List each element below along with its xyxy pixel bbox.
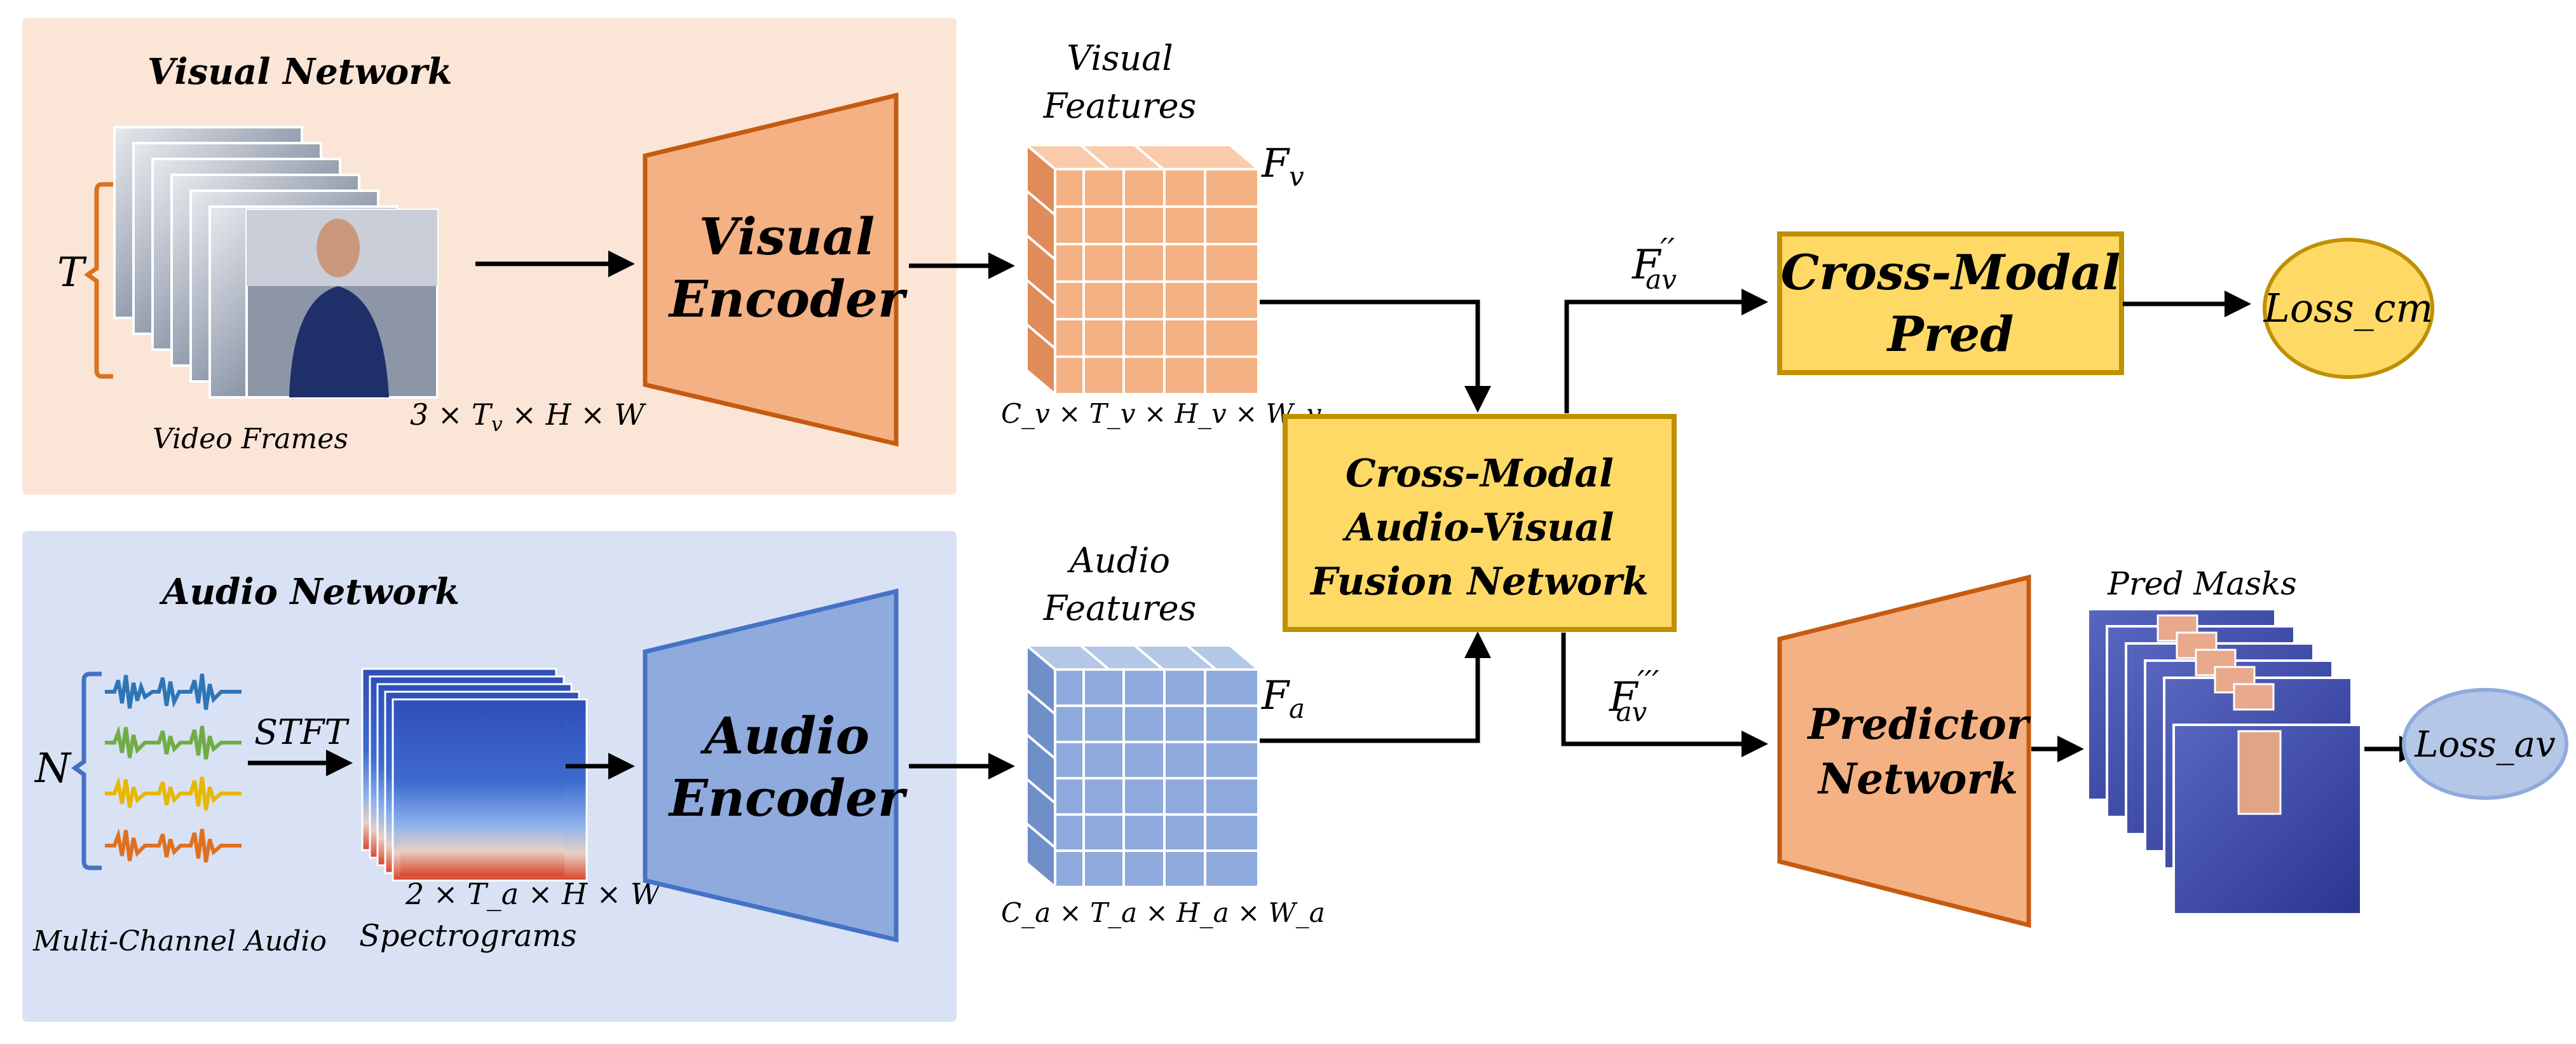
multi-channel-audio-caption: Multi-Channel Audio	[32, 925, 327, 958]
visual-network-title: Visual Network	[147, 51, 453, 93]
fav-triple-prime-label: F′′′av	[1609, 664, 1659, 727]
pred-masks-caption: Pred Masks	[2107, 565, 2297, 602]
cross-modal-pred-label-line2: Pred	[1886, 306, 2014, 362]
visual-features-label-line2: Features	[1043, 86, 1197, 126]
fusion-network-block	[1283, 414, 1677, 632]
visual-features-shape: C_v × T_v × H_v × W_v	[1001, 398, 1322, 429]
fusion-label-line3: Fusion Network	[1309, 560, 1649, 604]
stft-label: STFT	[254, 712, 350, 752]
time-label: T	[57, 249, 87, 296]
fusion-label-line2: Audio-Visual	[1342, 505, 1614, 550]
audio-features-shape: C_a × T_a × H_a × W_a	[1001, 897, 1325, 928]
visual-features-cube	[1025, 144, 1260, 395]
audio-features-cube	[1025, 644, 1260, 888]
arrow-audio-features-to-fusion	[1260, 631, 1491, 743]
predictor-label-line2: Network	[1817, 754, 2018, 804]
spectrograms-caption: Spectrograms	[359, 918, 576, 954]
visual-encoder-label-line1: Visual	[699, 207, 875, 266]
channels-bracket	[71, 671, 102, 870]
arrow-fusion-to-predictor	[1561, 633, 1768, 757]
video-frames-caption: Video Frames	[153, 423, 348, 455]
video-frames-stack	[113, 126, 439, 399]
loss-cm-label: Loss_cm	[2263, 285, 2434, 331]
audio-features-label-line2: Features	[1043, 588, 1197, 628]
fusion-label-line1: Cross-Modal	[1346, 451, 1614, 496]
predictor-label-line1: Predictor	[1806, 699, 2031, 749]
predictor-network-block	[1777, 574, 2031, 928]
multi-channel-waveforms	[105, 673, 242, 863]
visual-encoder-label-line2: Encoder	[668, 269, 908, 329]
spectrograms-stack	[361, 668, 588, 882]
spectrogram-shape: 2 × T_a × H × W	[405, 877, 663, 911]
arrow-visual-features-to-fusion	[1260, 299, 1491, 413]
visual-input-shape: 3 × Tv × H × W	[410, 397, 647, 436]
time-bracket	[83, 182, 113, 379]
audio-features-symbol: Fa	[1261, 672, 1305, 724]
visual-encoder-block	[643, 92, 899, 447]
loss-cm-node	[2263, 238, 2434, 379]
audio-network-title: Audio Network	[159, 571, 460, 613]
cross-modal-pred-label-line1: Cross-Modal	[1781, 244, 2120, 301]
channels-label: N	[34, 745, 72, 792]
cross-modal-pred-block	[1777, 231, 2124, 375]
loss-av-node	[2402, 688, 2568, 800]
audio-features-label-line1: Audio	[1067, 540, 1170, 580]
pred-masks-stack	[2087, 608, 2362, 916]
audio-encoder-block	[643, 588, 899, 943]
visual-features-label-line1: Visual	[1067, 38, 1173, 78]
audio-encoder-label-line1: Audio	[700, 706, 869, 766]
fav-double-prime-label: F′′av	[1632, 231, 1677, 295]
arrow-fusion-to-cross-modal-pred	[1564, 289, 1768, 413]
visual-features-symbol: Fv	[1261, 140, 1304, 192]
audio-encoder-label-line2: Encoder	[668, 768, 908, 828]
loss-av-label: Loss_av	[2414, 724, 2556, 766]
